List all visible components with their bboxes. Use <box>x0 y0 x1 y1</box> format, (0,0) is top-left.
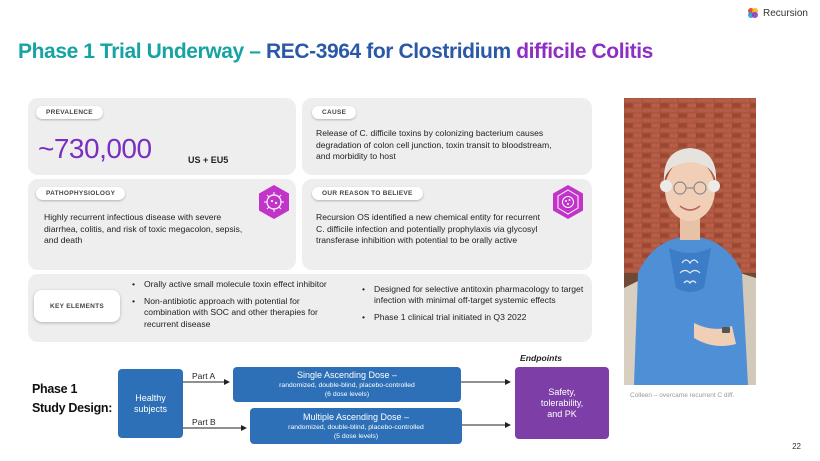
endpoints-label: Endpoints <box>520 353 563 363</box>
prevalence-region: US + EU5 <box>188 155 229 165</box>
subjects-line-1: Healthy <box>135 392 166 403</box>
patient-photo <box>624 98 756 385</box>
endpoint-line-1: Safety, <box>548 386 576 397</box>
mad-line-1: randomized, double-blind, placebo-contro… <box>288 423 424 431</box>
list-item: Non-antibiotic approach with potential f… <box>132 296 342 330</box>
cause-card: CAUSE Release of C. difficile toxins by … <box>302 98 592 175</box>
title-part-2: REC-3964 for Clostridium <box>265 40 517 63</box>
study-label-line-1: Phase 1 <box>32 382 78 396</box>
title-part-1: Phase 1 Trial Underway – <box>18 40 266 63</box>
pathophysiology-card: PATHOPHYSIOLOGY Highly recurrent infecti… <box>28 179 296 270</box>
key-elements-right-list: Designed for selective antitoxin pharmac… <box>362 284 590 330</box>
cause-text: Release of C. difficile toxins by coloni… <box>316 128 552 162</box>
photo-caption: Colleen – overcame recurrent C diff. <box>630 392 735 399</box>
subjects-line-2: subjects <box>133 403 168 414</box>
recursion-logo-icon <box>747 8 758 18</box>
prevalence-card: PREVALENCE ~730,000 US + EU5 <box>28 98 296 175</box>
cell-hexagon-icon <box>553 185 583 219</box>
key-elements-card: KEY ELEMENTS Orally active small molecul… <box>28 274 592 342</box>
sad-line-1: randomized, double-blind, placebo-contro… <box>279 382 415 389</box>
mad-title: Multiple Ascending Dose – <box>302 411 410 422</box>
page-title: Phase 1 Trial Underway – REC-3964 for Cl… <box>18 40 653 64</box>
endpoint-line-2: tolerability, <box>540 397 584 408</box>
endpoints-box: Safety, tolerability, and PK <box>515 367 609 439</box>
prevalence-value: ~730,000 <box>38 133 152 164</box>
brand-name: Recursion <box>762 7 808 19</box>
reason-card: OUR REASON TO BELIEVE Recursion OS ident… <box>302 179 592 270</box>
healthy-subjects-box: Healthy subjects <box>118 369 183 438</box>
cause-tag: CAUSE <box>312 106 357 119</box>
key-elements-tag: KEY ELEMENTS <box>34 290 120 322</box>
reason-tag: OUR REASON TO BELIEVE <box>312 187 423 200</box>
sad-title: Single Ascending Dose – <box>296 370 398 380</box>
part-b-label: Part B <box>192 417 216 427</box>
prevalence-tag: PREVALENCE <box>36 106 103 119</box>
reason-text: Recursion OS identified a new chemical e… <box>316 212 541 246</box>
pathophysiology-tag: PATHOPHYSIOLOGY <box>36 187 126 200</box>
sad-line-2: (6 dose levels) <box>324 391 370 398</box>
list-item: Phase 1 clinical trial initiated in Q3 2… <box>362 312 590 323</box>
brand-logo: Recursion <box>747 7 808 19</box>
study-design-label: Phase 1 Study Design: <box>32 380 112 418</box>
mad-line-2: (5 dose levels) <box>333 432 379 440</box>
pathophysiology-text: Highly recurrent infectious disease with… <box>44 212 243 246</box>
multiple-ascending-dose-box: Multiple Ascending Dose – randomized, do… <box>250 408 462 444</box>
single-ascending-dose-box: Single Ascending Dose – randomized, doub… <box>233 367 461 402</box>
study-label-line-2: Study Design: <box>32 401 113 415</box>
page-number: 22 <box>792 442 801 451</box>
list-item: Designed for selective antitoxin pharmac… <box>362 284 590 306</box>
endpoint-line-3: and PK <box>547 408 577 419</box>
key-elements-left-list: Orally active small molecule toxin effec… <box>132 279 342 336</box>
list-item: Orally active small molecule toxin effec… <box>132 279 342 290</box>
patient-portrait-image <box>624 98 756 385</box>
virus-hexagon-icon <box>259 185 289 219</box>
part-a-label: Part A <box>192 371 216 381</box>
title-part-3: difficile Colitis <box>516 40 653 63</box>
